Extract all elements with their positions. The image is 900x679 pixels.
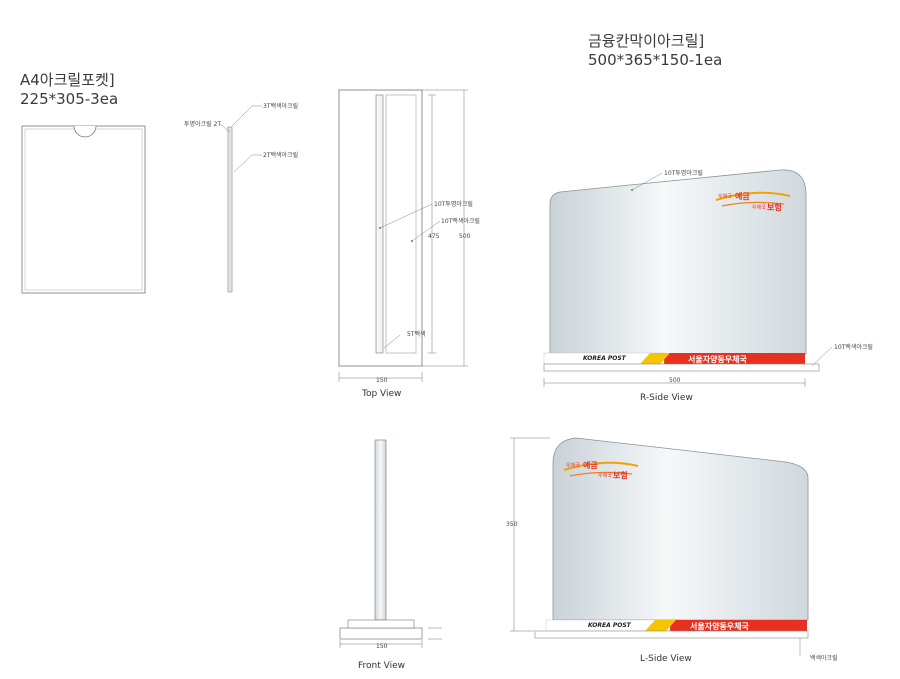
a4-pocket-spec: 225*305-3ea <box>20 90 119 108</box>
panel-title: 금융칸막이아크릴] <box>588 32 705 50</box>
logo-insurance-big-r: 보험 <box>767 203 782 212</box>
logo-deposit-big-l: 예금 <box>583 461 598 470</box>
label-5t-white: 5T백색 <box>407 331 426 338</box>
logo-insurance-big-l: 보험 <box>613 471 628 480</box>
dim-150-top: 150 <box>376 377 388 384</box>
label-transparent-2t: 투명아크릴 2T <box>184 121 221 128</box>
label-white-2t: 2T백색아크릴 <box>263 152 299 159</box>
a4-pocket-side-section <box>219 105 262 293</box>
label-r-base: 10T백색아크릴 <box>834 344 873 351</box>
front-view-drawing <box>339 439 442 648</box>
label-l-base: 백색아크릴 <box>810 655 838 662</box>
office-name-r: 서울자양동우체국 <box>688 355 747 364</box>
label-r-clear: 10T투명아크릴 <box>664 170 703 177</box>
dim-475: 475 <box>428 233 440 240</box>
l-side-view-drawing <box>510 437 809 656</box>
r-side-view-drawing <box>543 169 833 387</box>
caption-l-side: L-Side View <box>640 654 692 664</box>
top-view-drawing <box>338 89 468 382</box>
caption-r-side: R-Side View <box>640 393 693 403</box>
label-10t-white: 10T백색아크릴 <box>441 218 480 225</box>
logo-insurance-small-l: 우체국 <box>598 473 612 479</box>
caption-front-view: Front View <box>358 661 405 671</box>
dim-150-front: 150 <box>376 643 388 650</box>
logo-insurance-small-r: 우체국 <box>752 205 766 211</box>
panel-spec: 500*365*150-1ea <box>588 51 723 69</box>
dim-500-r: 500 <box>669 377 681 384</box>
office-name-l: 서울자양동우체국 <box>690 622 749 631</box>
logo-deposit-small-r: 우체국 <box>718 194 732 200</box>
dim-500: 500 <box>459 233 471 240</box>
label-10t-clear: 10T투명아크릴 <box>434 201 473 208</box>
logo-deposit-small-l: 우체국 <box>566 463 580 469</box>
a4-pocket-title: A4아크릴포켓] <box>20 71 115 89</box>
dim-350: 350 <box>506 521 518 528</box>
label-white-3t: 3T백색아크릴 <box>263 103 299 110</box>
korea-post-r: KOREA POST <box>583 355 626 362</box>
logo-deposit-big-r: 예금 <box>735 192 750 201</box>
a4-pocket-front <box>21 125 146 294</box>
caption-top-view: Top View <box>362 389 402 399</box>
korea-post-l: KOREA POST <box>588 622 631 629</box>
